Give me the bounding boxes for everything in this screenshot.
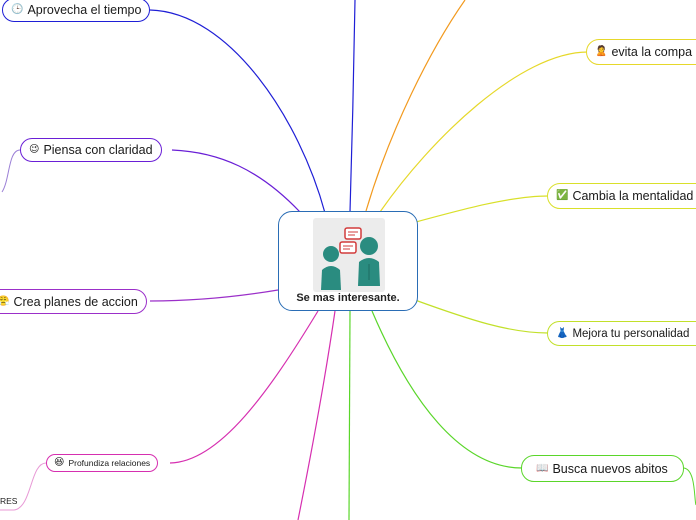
laughing-face-icon: 😆	[54, 458, 64, 468]
link-profundiza	[170, 311, 318, 463]
topic-crea-planes-de-accion[interactable]: 😤 Crea planes de accion	[0, 289, 147, 314]
link-busca	[372, 311, 522, 468]
topic-label: Mejora tu personalidad	[572, 328, 689, 340]
link-piensa	[172, 150, 300, 212]
conversation-people-icon	[313, 218, 385, 292]
link-top-orange	[366, 0, 465, 211]
topic-evita-la-compa[interactable]: 🙎 evita la compa	[586, 39, 696, 65]
topic-aprovecha-el-tiempo[interactable]: 🕒 Aprovecha el tiempo	[2, 0, 150, 22]
topic-busca-nuevos-abitos[interactable]: 📖 Busca nuevos abitos	[521, 455, 684, 482]
topic-label: evita la compa	[611, 45, 692, 59]
link-cambia	[405, 196, 548, 225]
topic-cambia-la-mentalidad[interactable]: ✅ Cambia la mentalidad	[547, 183, 696, 209]
person-pouting-icon: 🙎	[595, 47, 607, 57]
topic-mejora-tu-personalidad[interactable]: 👗 Mejora tu personalidad	[547, 321, 696, 346]
topic-label: Busca nuevos abitos	[552, 462, 667, 476]
topic-label: Profundiza relaciones	[68, 458, 150, 468]
link-aprovecha	[150, 10, 325, 213]
link-busca-sub	[684, 468, 696, 505]
topic-label: Piensa con claridad	[43, 143, 152, 157]
dress-icon: 👗	[556, 329, 568, 339]
clock-icon: 🕒	[11, 5, 23, 15]
topic-profundiza-relaciones[interactable]: 😆 Profundiza relaciones	[46, 454, 158, 472]
wink-face-icon: 😉	[29, 145, 39, 155]
topic-label: Aprovecha el tiempo	[27, 3, 141, 17]
topic-piensa-con-claridad[interactable]: 😉 Piensa con claridad	[20, 138, 162, 162]
open-book-icon: 📖	[536, 464, 548, 474]
topic-label: Crea planes de accion	[13, 295, 137, 309]
link-crea	[150, 290, 278, 301]
check-box-icon: ✅	[556, 191, 568, 201]
central-topic-title: Se mas interesante.	[279, 292, 417, 304]
link-piensa-sub	[2, 150, 20, 192]
link-bottom-magenta	[298, 311, 335, 520]
link-top-blue	[350, 0, 355, 212]
topic-label: Cambia la mentalidad	[572, 189, 693, 203]
central-topic[interactable]: Se mas interesante.	[278, 211, 418, 311]
steaming-face-icon: 😤	[0, 297, 9, 307]
link-mejora	[415, 300, 548, 333]
link-bottom-green	[349, 311, 350, 520]
truncated-subtopic-label: RES	[0, 496, 17, 506]
